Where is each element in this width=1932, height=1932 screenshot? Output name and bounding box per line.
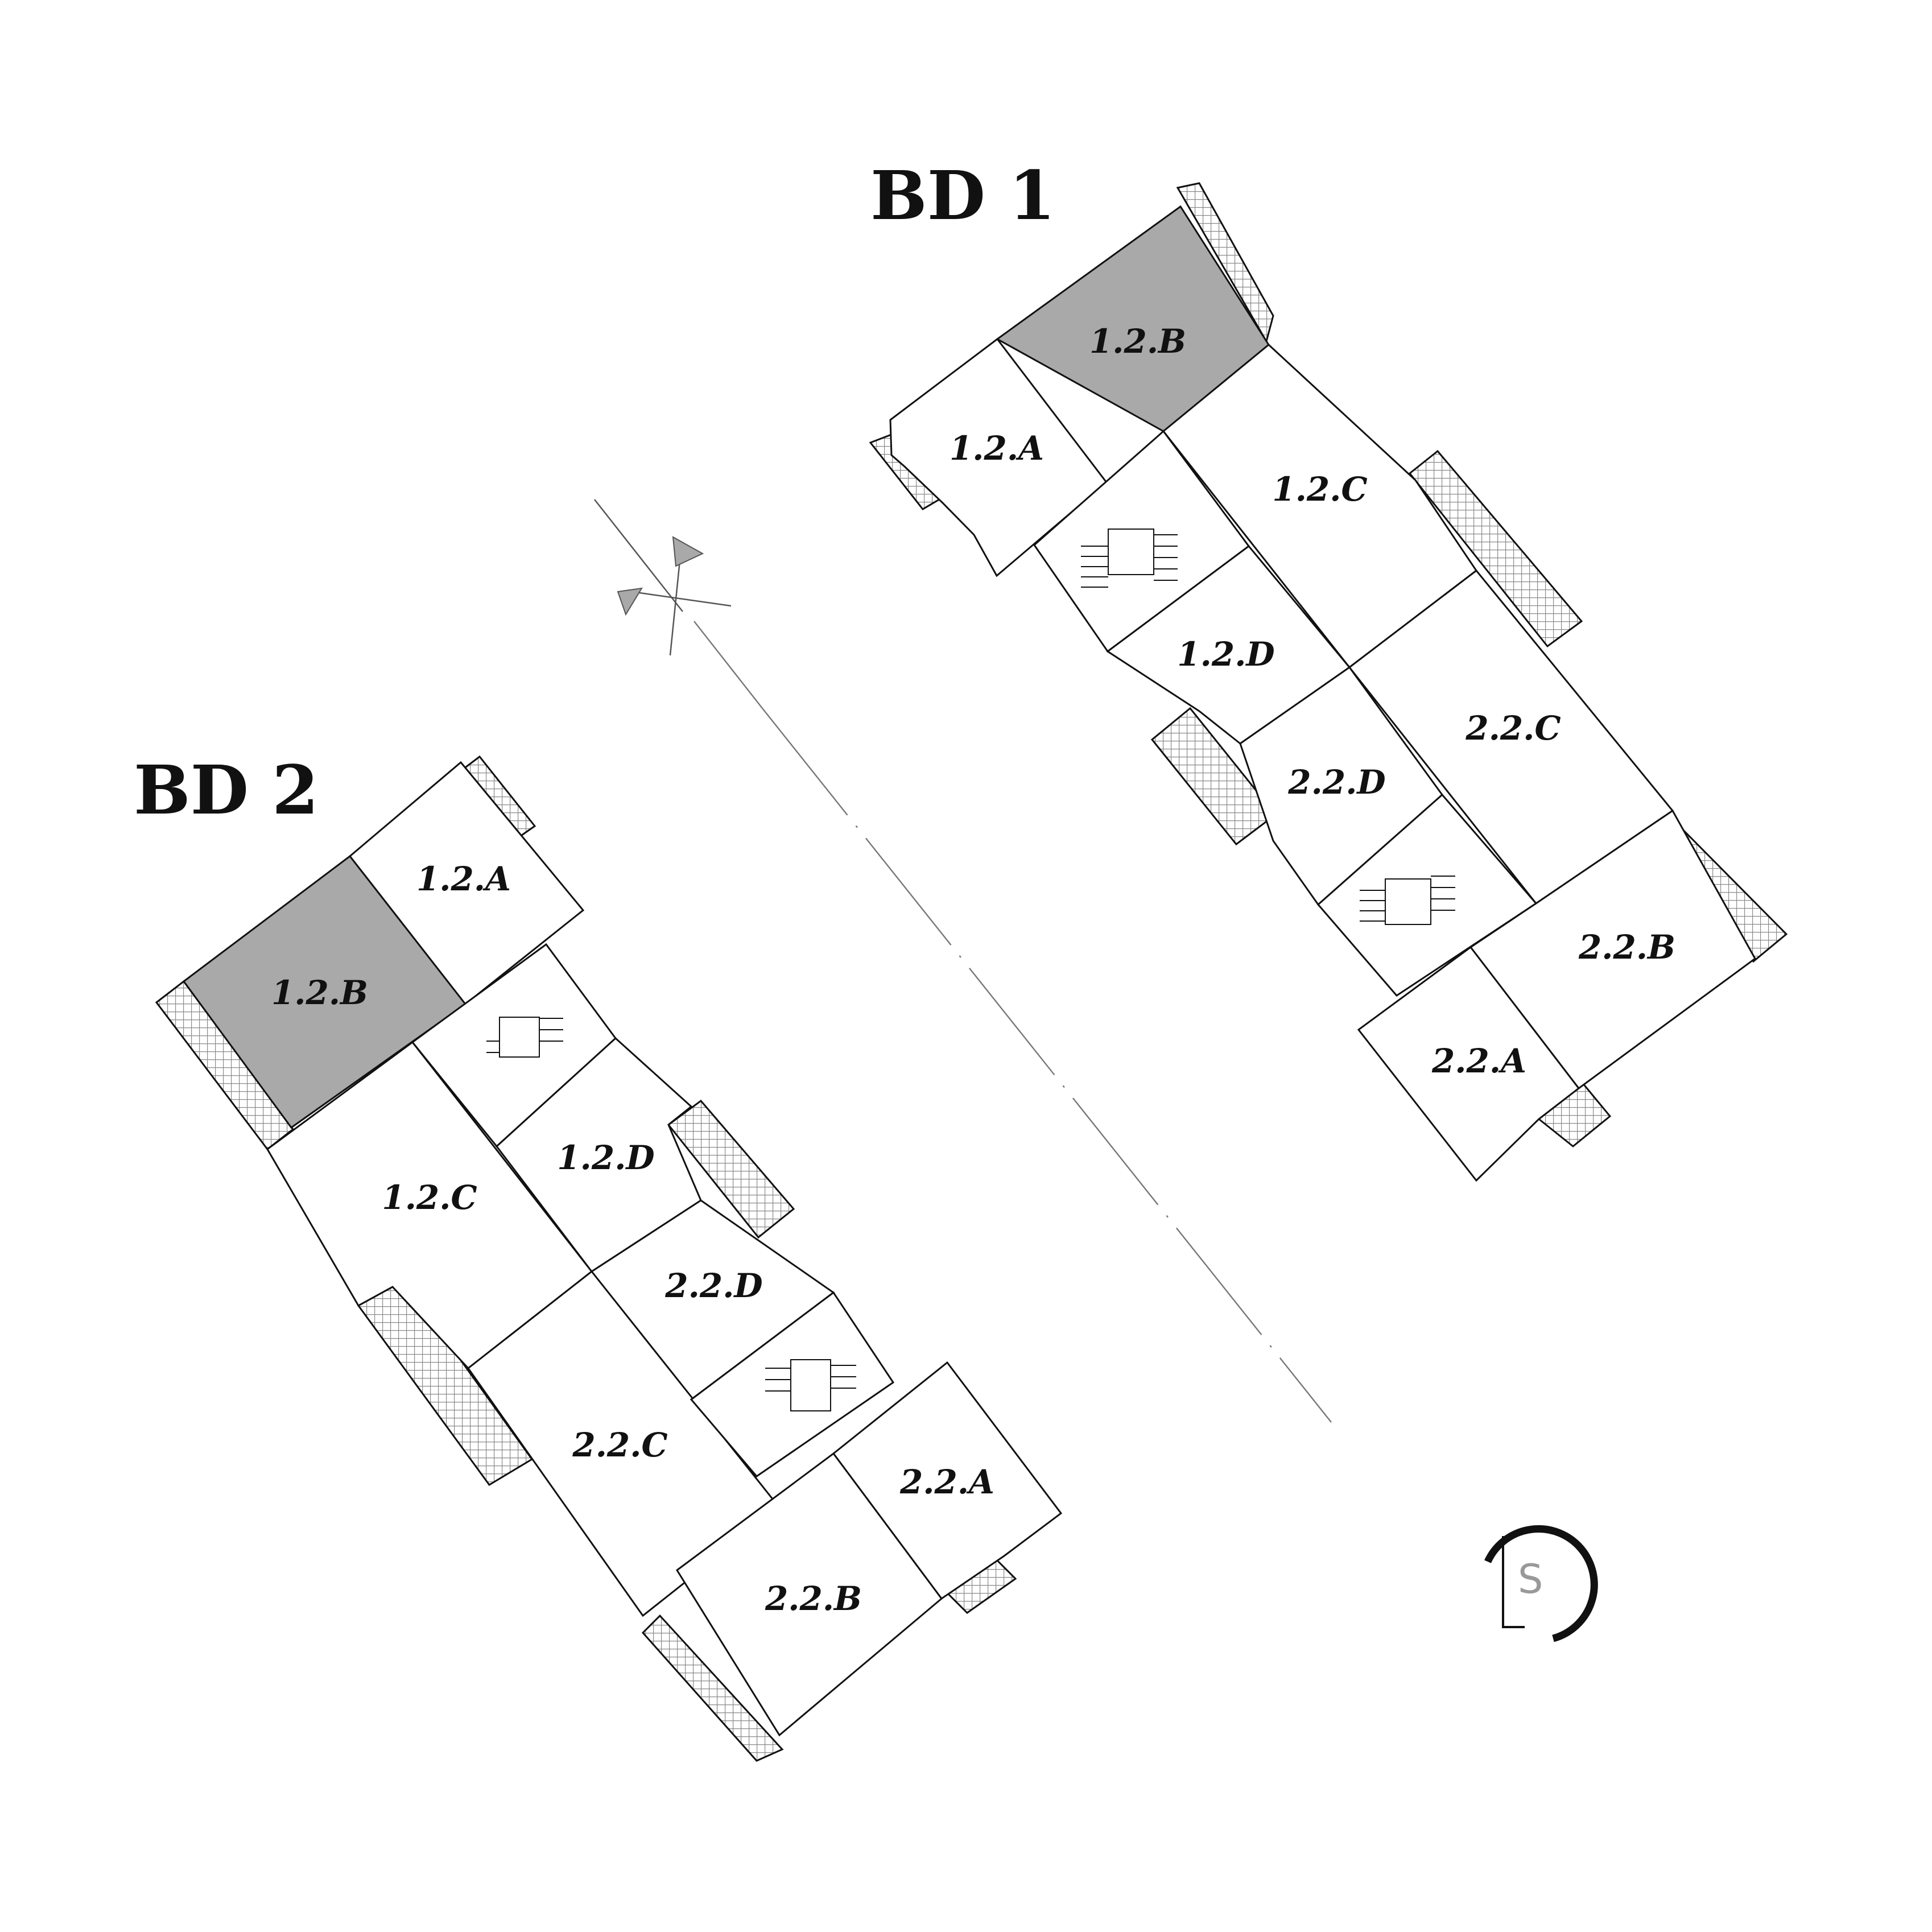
unit-label: 1.2.C bbox=[382, 1178, 477, 1217]
building-title: BD 2 bbox=[134, 750, 319, 829]
unit-label: 1.2.B bbox=[271, 973, 368, 1012]
staircase-icon bbox=[1360, 876, 1455, 925]
staircase-icon bbox=[486, 1017, 563, 1058]
unit-label: 1.2.B bbox=[1089, 322, 1186, 361]
unit-label: 2.2.D bbox=[664, 1266, 762, 1305]
unit-label: 1.2.A bbox=[416, 860, 511, 898]
unit-label: 2.2.C bbox=[1465, 709, 1561, 748]
balcony bbox=[1408, 449, 1583, 648]
unit-label: 1.2.D bbox=[557, 1138, 654, 1177]
unit-label: 2.2.B bbox=[765, 1579, 862, 1618]
unit-label: 1.2.C bbox=[1272, 470, 1367, 509]
unit-label: 2.2.A bbox=[1431, 1042, 1526, 1080]
apartment-unit[interactable] bbox=[889, 337, 1108, 577]
building-bd2-plan bbox=[155, 755, 1063, 1762]
logo-icon: S bbox=[1484, 1525, 1598, 1642]
labels-layer: BD 1 1.2.B 1.2.A 1.2.C 1.2.D 2.2.C 2.2.D 2.2.B 2… bbox=[134, 156, 1675, 1618]
axis-line bbox=[693, 621, 1332, 1423]
unit-label: 2.2.B bbox=[1578, 928, 1675, 967]
unit-label: 2.2.A bbox=[899, 1463, 994, 1501]
unit-label: 2.2.D bbox=[1287, 763, 1385, 802]
building-title: BD 1 bbox=[870, 156, 1055, 235]
balcony bbox=[667, 1099, 795, 1239]
building-bd1-plan bbox=[869, 182, 1788, 1182]
unit-label: 1.2.D bbox=[1177, 635, 1274, 674]
apartment-unit[interactable] bbox=[1162, 344, 1478, 669]
logo-letter: S bbox=[1518, 1556, 1543, 1603]
apartment-unit[interactable] bbox=[675, 1452, 943, 1737]
balcony bbox=[1176, 182, 1274, 344]
unit-label: 1.2.A bbox=[950, 429, 1044, 468]
north-arrow-icon bbox=[594, 499, 732, 656]
staircase-icon bbox=[1081, 529, 1178, 588]
balcony bbox=[641, 1614, 784, 1762]
unit-label: 2.2.C bbox=[572, 1426, 667, 1464]
apartment-unit[interactable] bbox=[1357, 946, 1580, 1182]
stair-core bbox=[690, 1291, 895, 1478]
staircase-icon bbox=[765, 1359, 856, 1411]
